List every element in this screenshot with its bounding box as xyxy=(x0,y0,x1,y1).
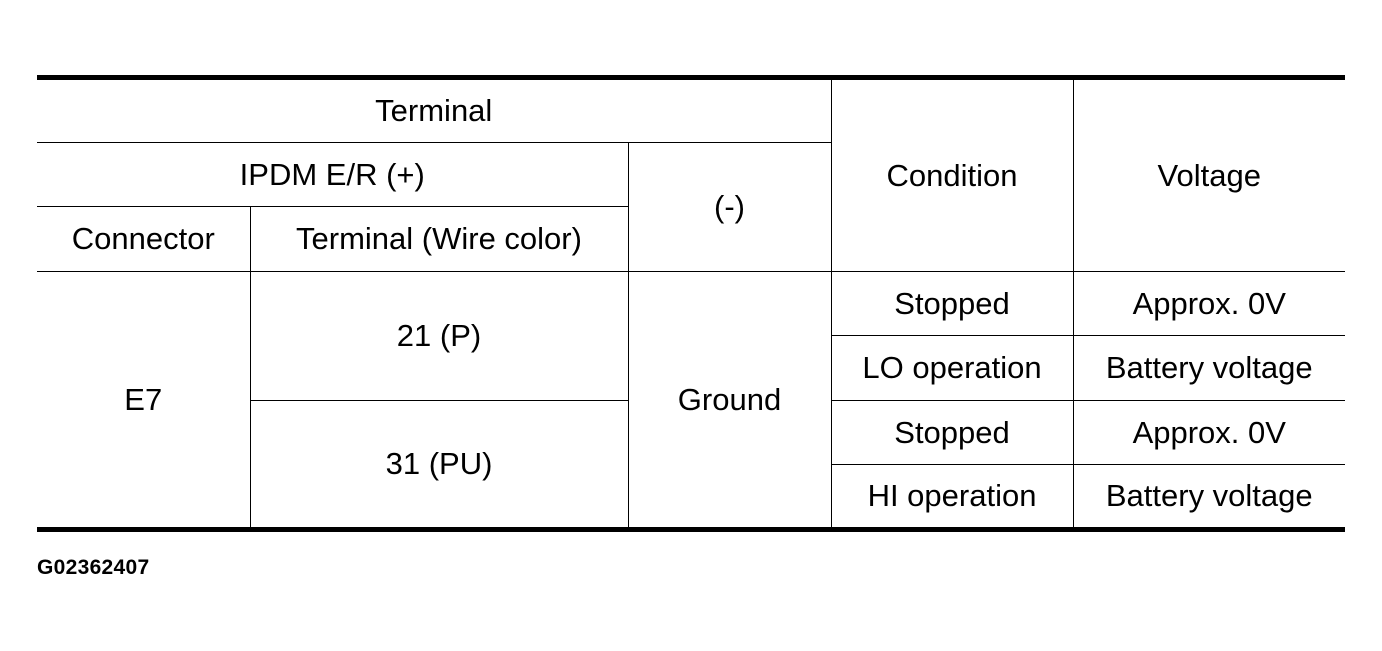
table-row: 31 (PU) Stopped Approx. 0V xyxy=(37,399,1346,530)
cell-condition: Stopped xyxy=(830,270,1074,336)
cell-condition: HI operation xyxy=(831,464,1074,530)
header-condition: Condition xyxy=(830,77,1074,272)
figure-id: G02362407 xyxy=(37,556,150,579)
cell-terminal: 31 (PU) xyxy=(250,399,629,530)
cell-connector: E7 xyxy=(37,270,251,530)
cell-voltage: Approx. 0V xyxy=(1072,270,1346,336)
header-ipdm-er-plus: IPDM E/R (+) xyxy=(37,141,629,207)
header-row-2: IPDM E/R (+) (-) xyxy=(37,141,1345,272)
cell-voltage: Battery voltage xyxy=(1072,464,1346,530)
header-row-3: Connector Terminal (Wire color) xyxy=(37,206,1345,272)
terminal-voltage-table: Terminal Condition Voltage IPDM E/R (+) … xyxy=(37,75,1346,532)
header-row-1: Terminal Condition Voltage xyxy=(37,77,1346,272)
cell-condition: Stopped xyxy=(830,399,1074,465)
cell-voltage: Approx. 0V xyxy=(1072,399,1346,465)
table-row: HI operation Battery voltage xyxy=(37,464,1346,530)
cell-ground: Ground xyxy=(627,270,832,530)
cell-voltage: Battery voltage xyxy=(1072,335,1346,401)
table-row: LO operation Battery voltage xyxy=(37,335,1346,401)
header-terminal: Terminal xyxy=(37,77,832,143)
cell-condition: LO operation xyxy=(831,335,1074,401)
cell-terminal: 21 (P) xyxy=(249,270,629,401)
header-minus: (-) xyxy=(627,141,832,272)
table-row: E7 21 (P) Ground Stopped Approx. 0V xyxy=(37,270,1346,530)
header-terminal-wire-color: Terminal (Wire color) xyxy=(249,206,629,272)
header-connector: Connector xyxy=(37,206,251,272)
header-voltage: Voltage xyxy=(1072,77,1346,272)
